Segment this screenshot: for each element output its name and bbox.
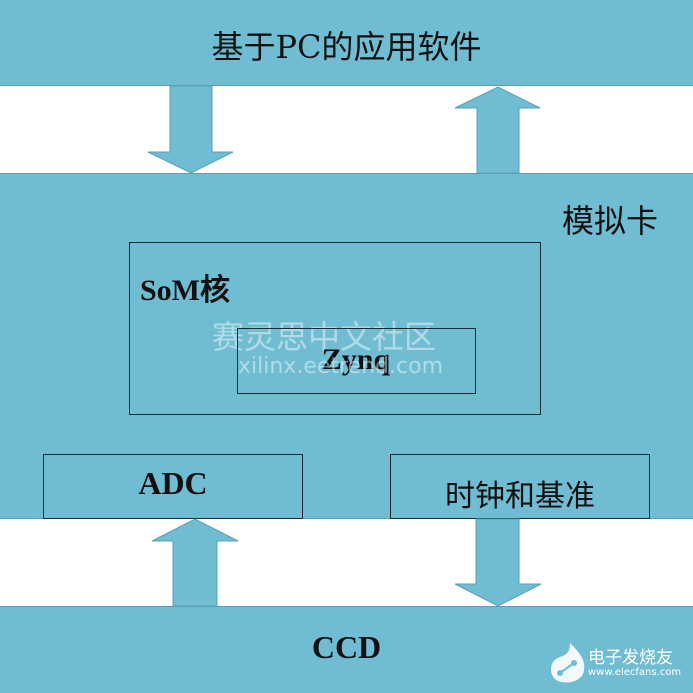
zynq-box: Zynq [237, 328, 476, 394]
clock-reference-box: 时钟和基准 [390, 454, 650, 519]
ccd-box: CCD 电子发烧友 www.elecfans.com [0, 606, 693, 693]
arrow-clock-to-ccd [454, 518, 542, 607]
arrow-pc-to-card [147, 85, 234, 174]
elecfans-logo-icon [550, 643, 585, 683]
adc-label: ADC [138, 465, 208, 501]
adc-box: ADC [43, 454, 303, 519]
watermark-xilinx-url: xilinx.eetrend.com [238, 354, 443, 379]
analog-card-label: 模拟卡 [562, 202, 659, 240]
elecfans-cn: 电子发烧友 [588, 648, 673, 668]
som-core-label: SoM核 [140, 274, 230, 307]
zynq-label: Zynq [321, 343, 391, 376]
arrow-card-to-pc [454, 86, 541, 174]
ccd-label: CCD [311, 629, 382, 665]
pc-software-label: 基于PC的应用软件 [211, 28, 482, 66]
pc-software-box: 基于PC的应用软件 [0, 0, 693, 86]
arrow-ccd-to-adc [151, 518, 239, 607]
clock-reference-label: 时钟和基准 [445, 479, 595, 514]
elecfans-logo [548, 641, 588, 689]
elecfans-url: www.elecfans.com [588, 667, 682, 678]
watermark-xilinx: 赛灵思中文社区 [212, 318, 437, 356]
